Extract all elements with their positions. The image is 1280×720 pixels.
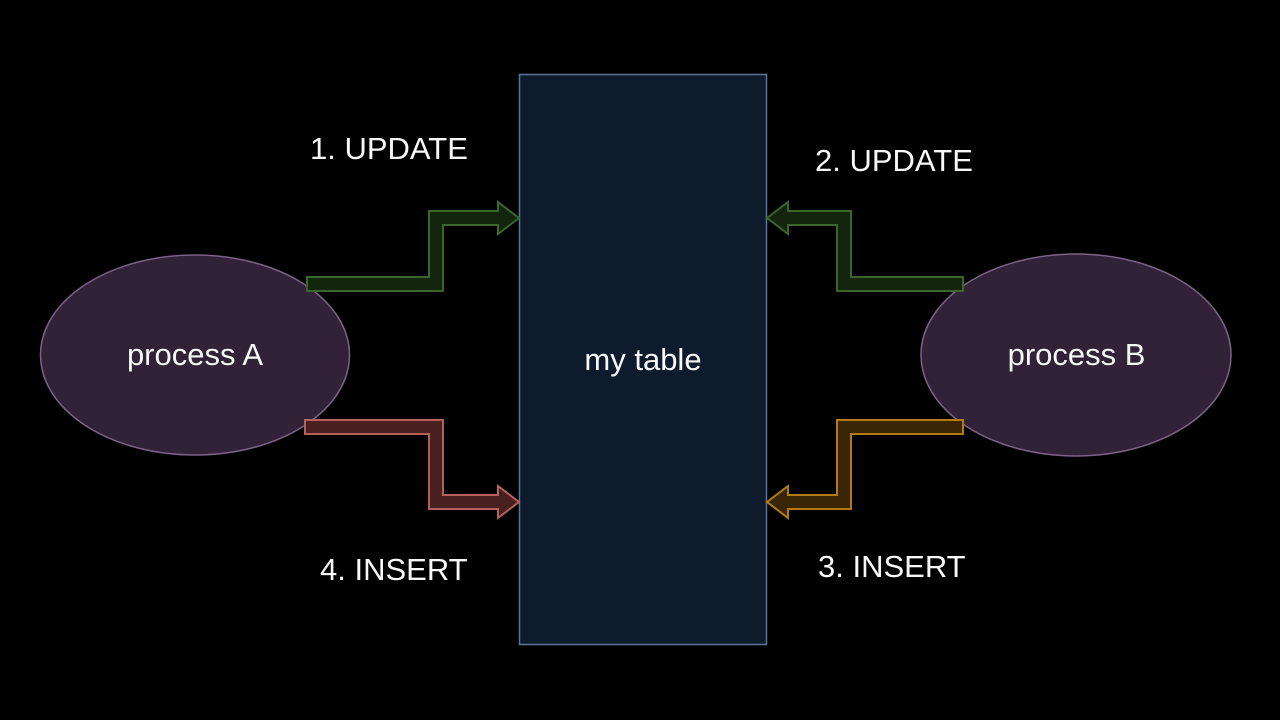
- arrow-label-3-insert: 3. INSERT: [818, 549, 966, 584]
- table-shape: [518, 73, 768, 646]
- process-b-shape: [920, 253, 1232, 457]
- arrow-label-2-update: 2. UPDATE: [815, 143, 973, 178]
- arrow-insert-from-process-a: [304, 419, 521, 521]
- arrow-label-4-insert: 4. INSERT: [320, 552, 468, 587]
- arrow-update-from-process-a: [306, 199, 521, 292]
- process-a-shape: [39, 254, 351, 456]
- arrow-label-1-update: 1. UPDATE: [310, 131, 468, 166]
- arrow-update-from-process-b: [765, 199, 964, 292]
- arrow-insert-from-process-b: [765, 419, 964, 521]
